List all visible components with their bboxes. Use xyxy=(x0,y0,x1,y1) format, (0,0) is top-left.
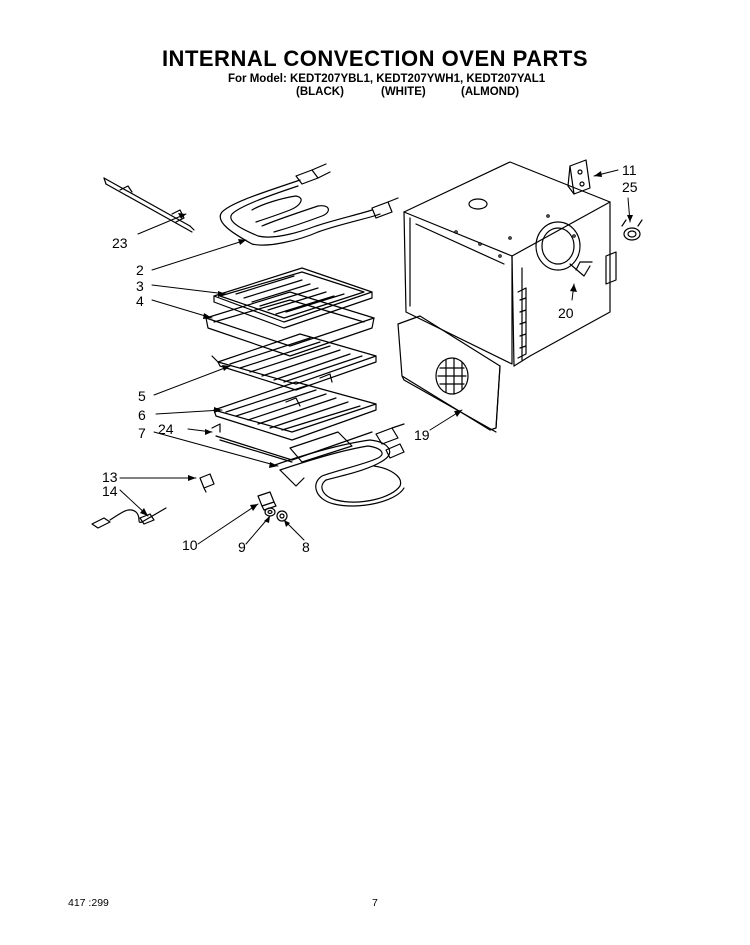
callout-23: 23 xyxy=(112,235,128,251)
callout-5: 5 xyxy=(138,388,146,404)
callout-19: 19 xyxy=(414,427,430,443)
part-10-knob xyxy=(257,491,277,511)
callout-24: 24 xyxy=(158,421,174,437)
part-3-broiler-pan xyxy=(213,267,373,329)
callout-4: 4 xyxy=(136,293,144,309)
part-23-rod xyxy=(103,177,195,233)
callout-labels: 23 2 3 4 5 6 24 7 13 14 10 9 8 19 20 11 … xyxy=(102,162,638,555)
callout-7: 7 xyxy=(138,425,146,441)
part-11-bracket xyxy=(567,159,591,195)
leader-lines xyxy=(119,169,631,545)
callout-8: 8 xyxy=(302,539,310,555)
variant-almond: (ALMOND) xyxy=(461,86,520,98)
callout-14: 14 xyxy=(102,483,118,499)
variant-white: (WHITE) xyxy=(381,86,426,98)
arrowheads xyxy=(140,171,633,527)
page-number: 7 xyxy=(372,897,378,909)
callout-20: 20 xyxy=(558,305,574,321)
part-14-probe xyxy=(91,507,167,529)
part-4-broiler-insert xyxy=(205,291,375,357)
footer-code: 417 :299 xyxy=(68,897,109,909)
callout-13: 13 xyxy=(102,469,118,485)
page-title: INTERNAL CONVECTION OVEN PARTS xyxy=(161,46,589,71)
callout-10: 10 xyxy=(182,537,198,553)
callout-6: 6 xyxy=(138,407,146,423)
oven-cavity xyxy=(403,161,617,367)
callout-3: 3 xyxy=(136,278,144,294)
part-19-rear-panel xyxy=(397,315,501,433)
part-7-lower-element xyxy=(271,423,405,507)
part-13-clip xyxy=(199,473,215,493)
part-5-rack-upper xyxy=(211,333,377,391)
part-20-fan-ring xyxy=(535,221,593,277)
callout-11: 11 xyxy=(622,162,637,178)
callout-25: 25 xyxy=(622,179,638,195)
part-6-rack-lower xyxy=(211,381,377,463)
model-line: For Model: KEDT207YBL1, KEDT207YWH1, KED… xyxy=(228,73,546,85)
part-9-washer xyxy=(264,507,276,517)
part-25-clamp xyxy=(621,219,643,241)
part-2-upper-element xyxy=(219,163,399,246)
callout-2: 2 xyxy=(136,262,144,278)
part-8-nut xyxy=(276,510,288,522)
variant-black: (BLACK) xyxy=(296,86,344,98)
callout-9: 9 xyxy=(238,539,246,555)
